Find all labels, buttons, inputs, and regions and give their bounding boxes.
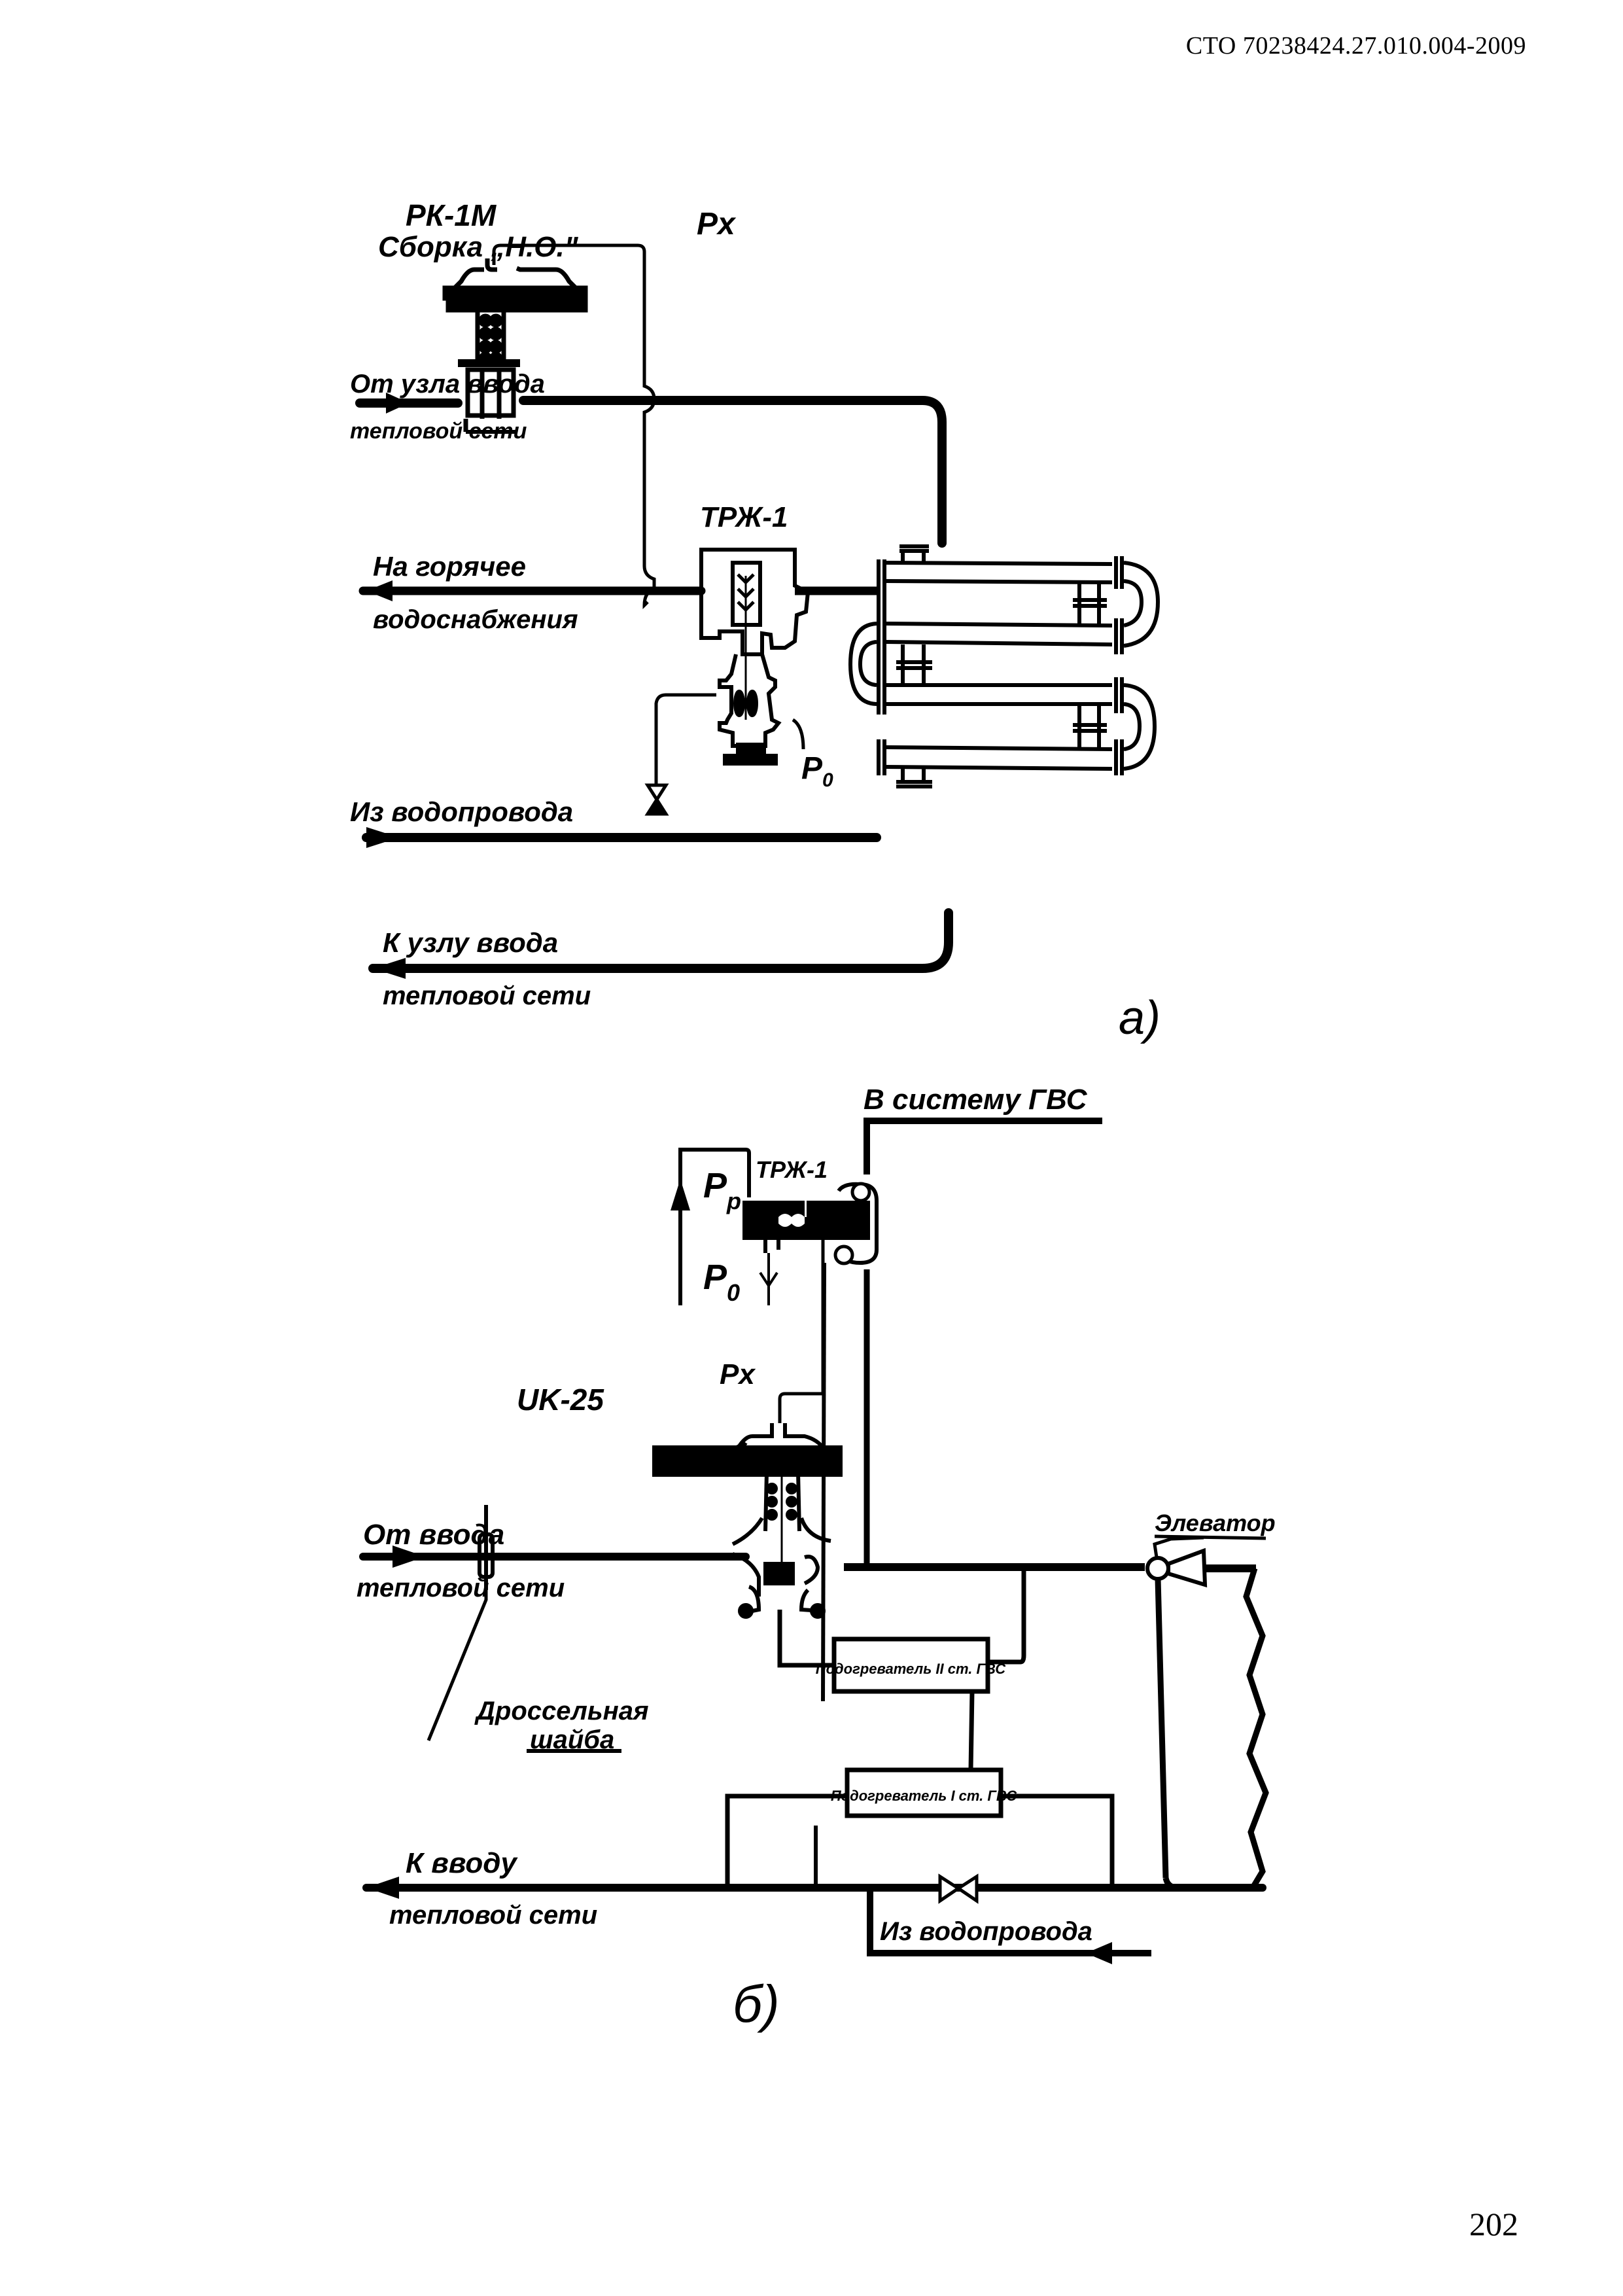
to-hot-water-label-1: На горячее	[373, 551, 526, 582]
caption-b: б)	[733, 1975, 780, 2033]
from-heat-inlet-label-2-b: тепловой сети	[357, 1574, 565, 1602]
to-hot-water-label-2: водоснабжения	[373, 605, 578, 634]
regulator-label-b: UK-25	[517, 1383, 604, 1417]
signal-p0-base-b: P	[703, 1258, 727, 1297]
to-heat-inlet-label-2-b: тепловой сети	[389, 1901, 597, 1930]
elevator-label: Элеватор	[1155, 1510, 1276, 1536]
cold-water-impulse-line-a	[654, 693, 716, 785]
to-heat-inlet-label-2: тепловой сети	[383, 981, 591, 1010]
heat-return-arrow-b	[362, 1877, 1266, 1899]
heat-supply-pipe-a	[519, 396, 947, 548]
water-main-inlet-arrow-b	[867, 1891, 1151, 1964]
from-heat-inlet-label-2: тепловой сети	[350, 419, 527, 444]
to-dhw-system-label: В систему ГВС	[864, 1084, 1088, 1116]
heat-inlet-arrow-b	[359, 1545, 750, 1568]
signal-p0-sub-b: 0	[727, 1279, 740, 1306]
heater2-to-main-pipe	[988, 1568, 1026, 1665]
temp-regulator-label-a: ТРЖ-1	[700, 501, 788, 533]
signal-px-label-b: Px	[720, 1358, 756, 1390]
regulator-model-label: РК-1М	[406, 198, 497, 232]
dhw-outlet-pipe-b	[864, 1118, 1102, 1174]
heater1-left-pipe	[725, 1793, 847, 1888]
heat-return-arrow-a	[368, 908, 953, 979]
rk1m-regulator	[442, 258, 588, 434]
signal-p0-sub-a: 0	[822, 769, 833, 791]
heat-exchanger-a	[848, 544, 1161, 788]
uk25-to-heater2-pipe	[777, 1610, 834, 1668]
diagram-b: В систему ГВС Pp ТРЖ-1 P0	[357, 1084, 1276, 2033]
heating-system-radiator	[1243, 1567, 1269, 1890]
heater-connector	[968, 1691, 975, 1771]
signal-p0-label-b: P0	[703, 1258, 740, 1306]
signal-pp-sub-b: p	[726, 1188, 741, 1214]
from-water-main-label-a: Из водопровода	[350, 796, 573, 827]
temp-regulator-label-b: ТРЖ-1	[756, 1156, 828, 1183]
signal-pp-base-b: P	[703, 1166, 727, 1205]
signal-px-label-a: Px	[697, 207, 737, 241]
throttle-orifice	[427, 1505, 495, 1741]
to-heat-inlet-label-1-b: К вводу	[406, 1847, 518, 1879]
shutoff-valve-b	[938, 1873, 979, 1904]
px-impulse-line-b2	[821, 1262, 826, 1702]
from-heat-inlet-label-1: От узла ввода	[350, 370, 545, 398]
heat-inlet-arrow-a	[355, 393, 462, 414]
to-heat-inlet-label-1: К узлу ввода	[383, 927, 558, 958]
heater1-right-pipe	[1001, 1793, 1115, 1888]
temperature-regulator-a	[699, 548, 811, 766]
heater-stage-1: Подогреватель I ст. ГВС	[831, 1767, 1017, 1818]
temperature-regulator-b	[742, 1182, 879, 1305]
water-main-inlet-arrow-a	[362, 827, 881, 848]
signal-pp-label-b: Pp	[703, 1166, 741, 1214]
signal-p0-label-a: P0	[801, 751, 833, 791]
document-code: СТО 70238424.27.010.004-2009	[1185, 32, 1526, 60]
pp-impulse-line-b	[678, 1148, 751, 1305]
heater-stage-2: Подогреватель II ст. ГВС	[816, 1636, 1006, 1694]
elevator	[1145, 1536, 1208, 1891]
signal-p0-base-a: P	[801, 751, 823, 786]
heater-stage-2-label: Подогреватель II ст. ГВС	[816, 1661, 1006, 1677]
shutoff-valve-a	[644, 783, 669, 816]
throttle-label-1: Дроссельная	[474, 1697, 649, 1725]
px-impulse-line-b	[778, 1240, 825, 1423]
elevator-label-underline	[1154, 1534, 1266, 1540]
from-water-main-label-b: Из водопровода	[880, 1917, 1092, 1946]
pp-triangle-icon	[671, 1179, 690, 1210]
hot-water-outlet-arrow-a	[358, 580, 877, 601]
heater-stage-1-label: Подогреватель I ст. ГВС	[831, 1788, 1017, 1804]
caption-a: а)	[1119, 992, 1161, 1044]
uk25-regulator	[652, 1423, 843, 1619]
diagram-a: РК-1М Сборка „Н.О." Px От	[350, 198, 1161, 1044]
page-number: 202	[1469, 2206, 1518, 2242]
